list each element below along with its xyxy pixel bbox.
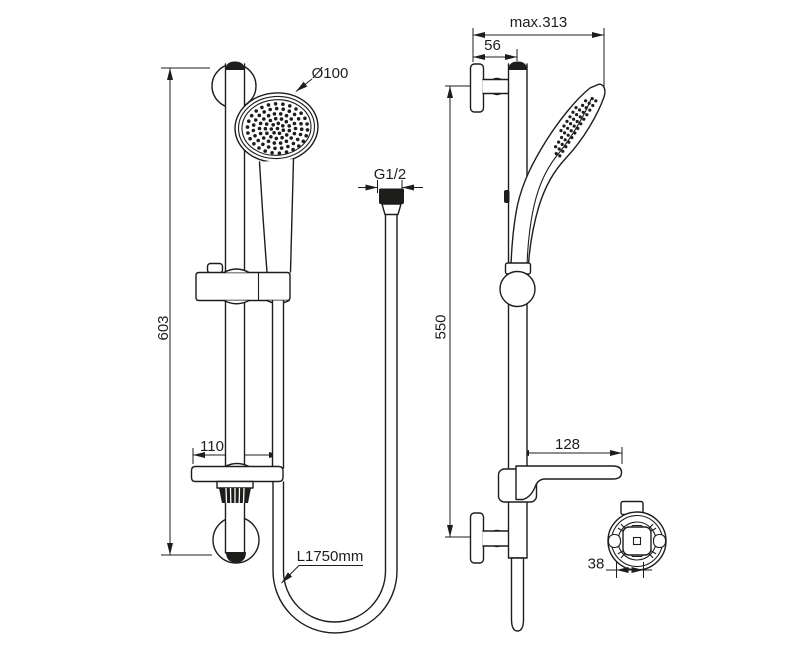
spray-nozzles-front bbox=[245, 102, 310, 155]
side-view-drawing: max.313 56 550 128 bbox=[433, 14, 667, 632]
dim-label-bracket-spacing: 550 bbox=[433, 314, 450, 339]
dim-head-diameter: Ø100 bbox=[295, 65, 349, 92]
rail-button-side bbox=[504, 190, 510, 203]
dim-soap-dish-projection: 128 bbox=[517, 436, 623, 464]
dim-label-hose-length: L1750mm bbox=[297, 548, 364, 565]
bottom-bracket-arm-side bbox=[482, 529, 511, 548]
dim-label-head-diameter: Ø100 bbox=[312, 65, 349, 82]
shower-hose-front bbox=[272, 213, 398, 634]
bracket-center-hole bbox=[632, 536, 642, 546]
shower-hose-side bbox=[510, 557, 525, 632]
dim-bracket-spacing: 550 bbox=[433, 85, 470, 538]
rail-top-cap-side bbox=[508, 61, 527, 70]
dim-hose-length: L1750mm bbox=[281, 548, 364, 584]
dim-label-bracket-detail-width: 38 bbox=[588, 556, 605, 573]
shower-head-side bbox=[509, 83, 606, 282]
rail-top-cap bbox=[225, 61, 245, 70]
dim-bracket-detail-width: 38 bbox=[588, 556, 652, 578]
hose-nut-front bbox=[379, 188, 404, 216]
dim-label-top-bracket-offset: 56 bbox=[484, 37, 501, 54]
handle-grip-front bbox=[271, 300, 285, 469]
dim-rail-height: 603 bbox=[155, 67, 212, 556]
dim-label-soap-dish-projection: 128 bbox=[555, 436, 580, 453]
dim-max-projection: max.313 bbox=[472, 14, 605, 93]
shower-head-front bbox=[234, 92, 319, 163]
spray-nozzles-side bbox=[554, 97, 598, 158]
bracket-spokes bbox=[617, 523, 657, 559]
dim-top-bracket-offset: 56 bbox=[473, 37, 518, 61]
dim-label-max-projection: max.313 bbox=[510, 14, 568, 31]
rail-ribbed-connector bbox=[216, 480, 254, 504]
shower-handle-front bbox=[258, 158, 295, 273]
bracket-square bbox=[622, 526, 652, 556]
dim-label-soap-dish-width: 110 bbox=[200, 438, 224, 455]
dim-label-hose-thread: G1/2 bbox=[374, 166, 407, 183]
slider-holder-side bbox=[499, 262, 536, 308]
bracket-slot-right bbox=[652, 533, 667, 549]
bracket-detail-view: 38 bbox=[588, 500, 667, 578]
top-bracket-arm-side bbox=[482, 77, 511, 96]
top-wall-plate-side bbox=[469, 63, 485, 113]
soap-dish-front bbox=[190, 462, 284, 483]
rail-bottom-cap bbox=[226, 552, 246, 563]
soap-dish-side bbox=[497, 465, 623, 503]
bracket-slot-left bbox=[607, 533, 622, 549]
bottom-wall-plate-side bbox=[469, 512, 485, 564]
holder-release-button bbox=[206, 262, 224, 274]
front-view-drawing: 603 110 G1/2 Ø100 L1750mm bbox=[155, 61, 423, 634]
dim-label-rail-height: 603 bbox=[155, 315, 172, 340]
